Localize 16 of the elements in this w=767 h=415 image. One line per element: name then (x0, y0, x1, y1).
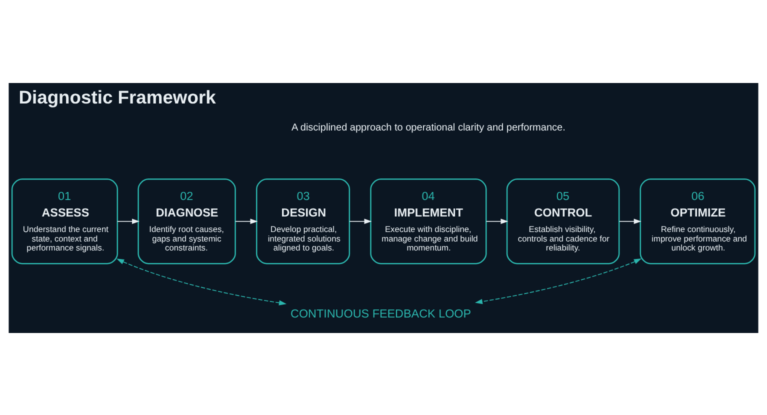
node-box: 04 IMPLEMENT Execute with discipline, manage change and build momentum. (370, 178, 487, 264)
arrow (117, 218, 140, 224)
arrow (474, 258, 642, 304)
node-box: 01 ASSESS Understand the current state, context and performance signals. (11, 178, 118, 264)
node-box: 05 CONTROL Establish visibility, controls and cadence for reliability. (506, 178, 620, 264)
arrow (116, 258, 287, 305)
arrow (349, 218, 372, 224)
arrow (618, 218, 642, 224)
arrow (234, 218, 258, 224)
label: A disciplined approach to operational clarity and performance. (291, 122, 566, 134)
node-box: 06 OPTIMIZE Refine continuously, improve performance and unlock growth. (640, 178, 756, 264)
arrow (486, 218, 508, 224)
node-box: 03 DESIGN Develop practical, integrated solutions aligned to goals. (256, 178, 350, 264)
diagram-title: Diagnostic Framework (18, 86, 216, 108)
node-text: CONTINUOUS FEEDBACK LOOP (290, 307, 472, 320)
node-box: 02 DIAGNOSE Identify root causes, gaps and systemic constraints. (138, 178, 236, 264)
